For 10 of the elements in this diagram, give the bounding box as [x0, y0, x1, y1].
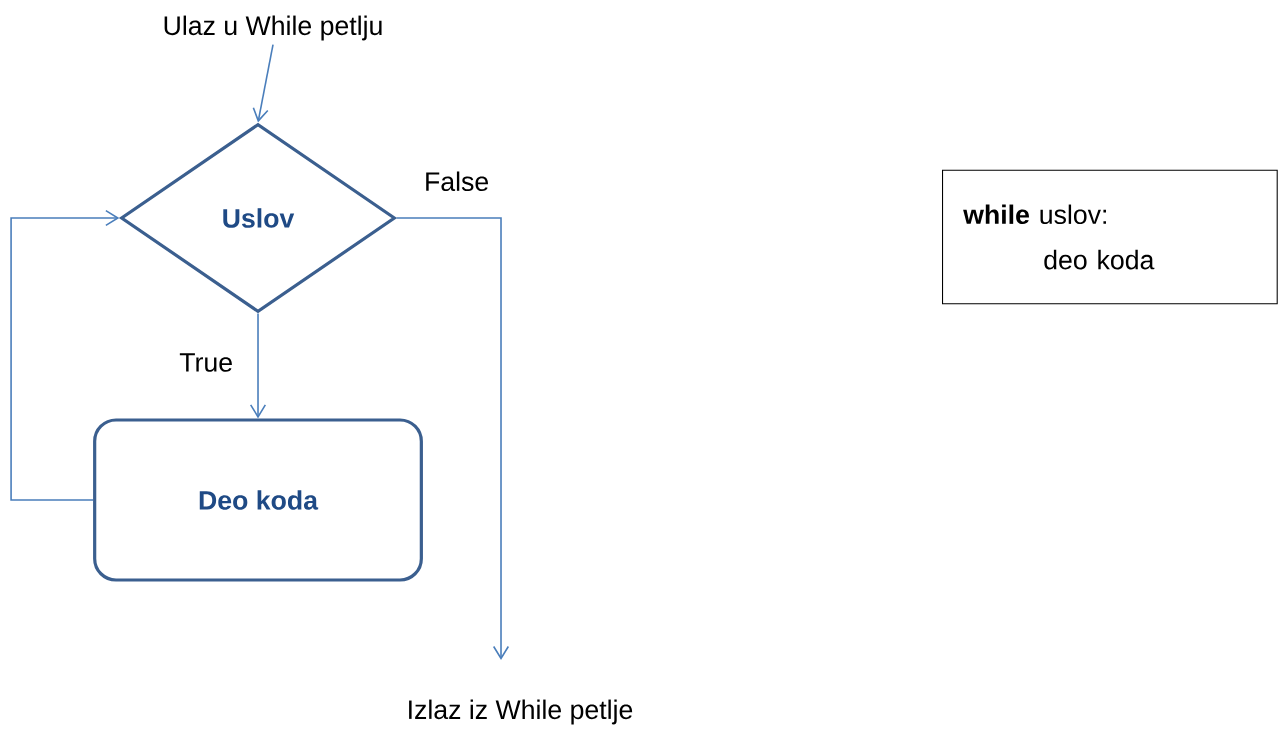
text-label: Ulaz u While petlju: [164, 15, 382, 41]
code-box: while uslov: deo koda: [942, 169, 1278, 305]
text-label: Izlaz iz While petlje: [409, 699, 633, 725]
arrow: [395, 217, 510, 660]
arrow: [249, 312, 267, 419]
edge-label: False: [421, 168, 492, 194]
process-box: Deo koda: [93, 418, 423, 582]
edge-label: True: [176, 350, 236, 375]
arrow: [252, 43, 274, 123]
arrow: [10, 209, 120, 501]
